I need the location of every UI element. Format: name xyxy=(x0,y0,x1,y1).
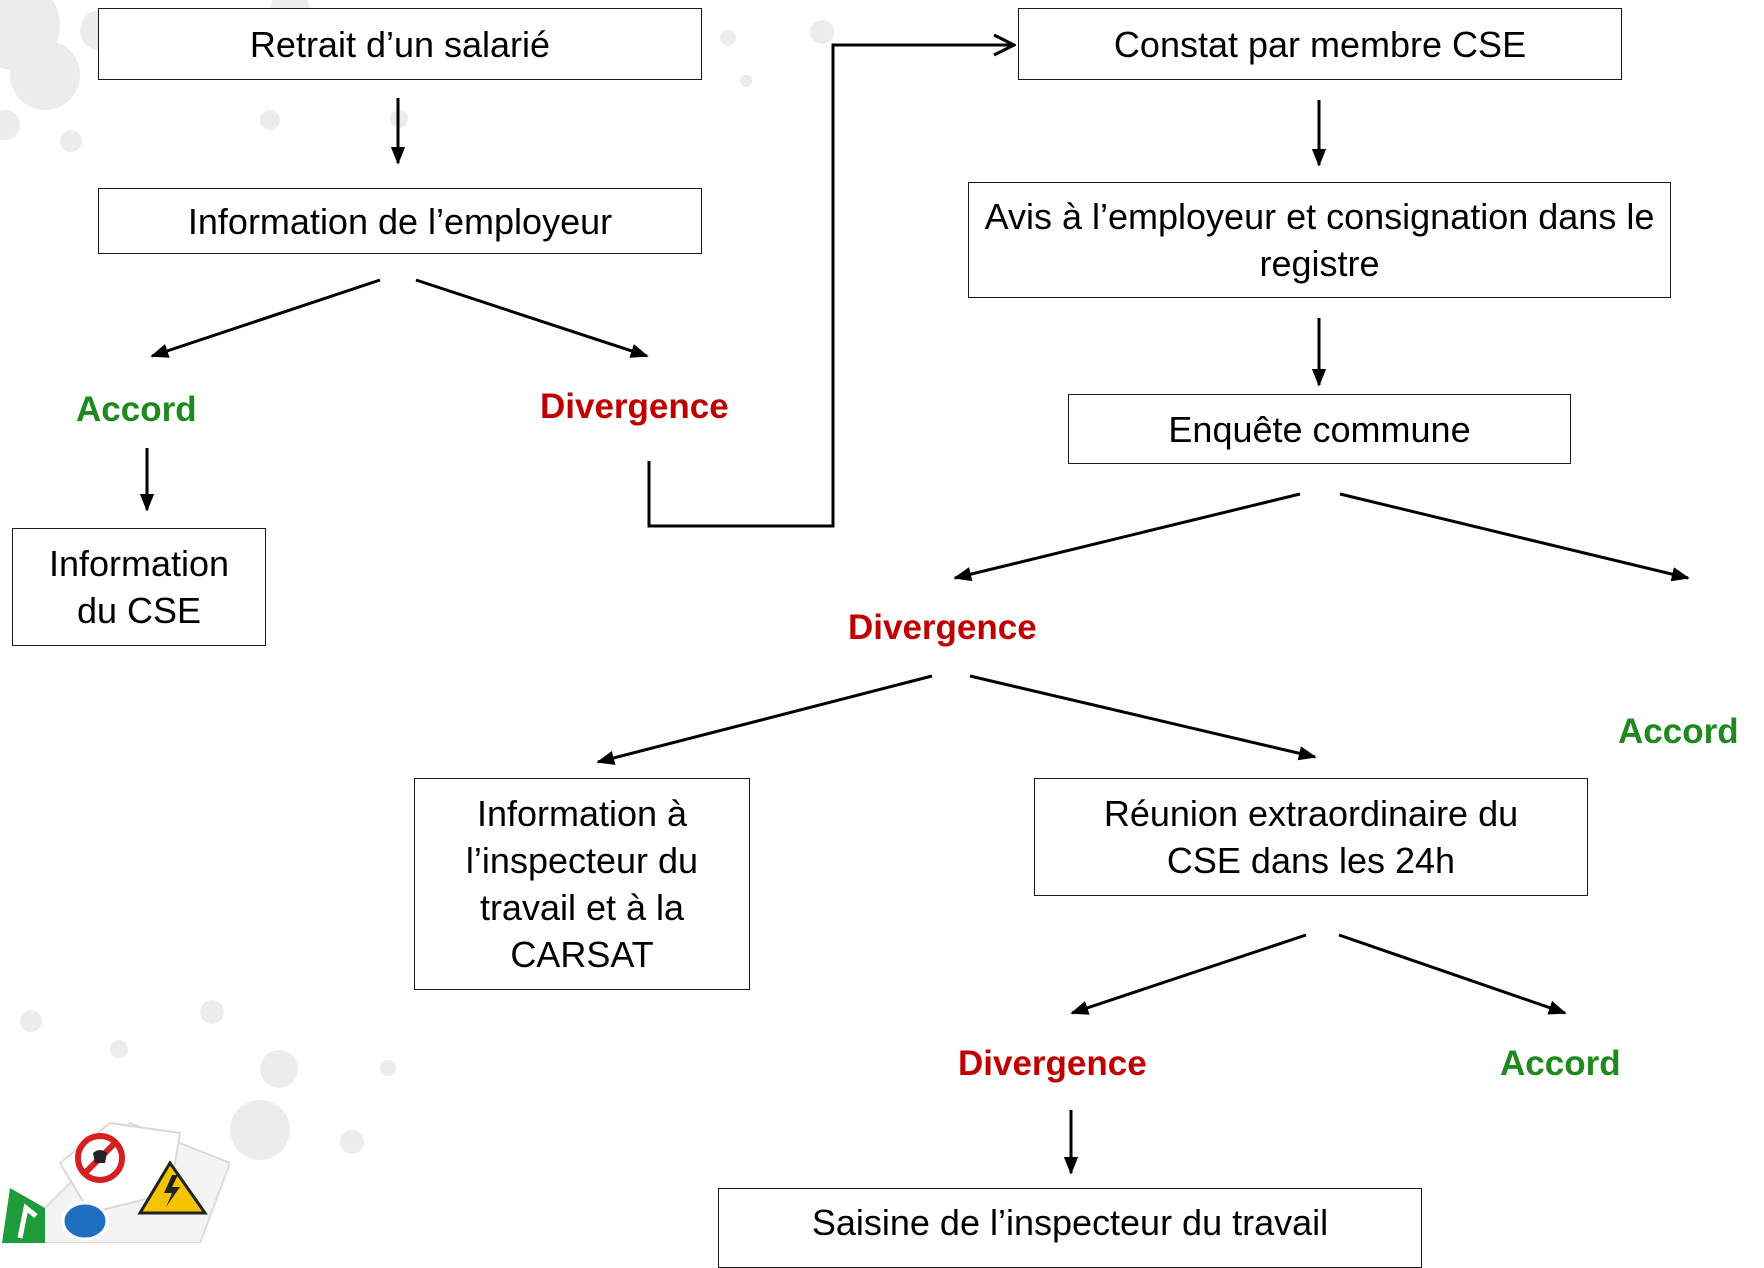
node-enquete-commune: Enquête commune xyxy=(1068,394,1571,464)
node-enquete-commune-label: Enquête commune xyxy=(1168,408,1471,450)
node-saisine-inspecteur: Saisine de l’inspecteur du travail xyxy=(718,1188,1422,1268)
arrow-reunion-to-divergence xyxy=(1070,933,1307,1015)
arrow-enquete-to-accord xyxy=(1339,492,1690,582)
node-retrait-salarie-label: Retrait d’un salarié xyxy=(249,23,551,65)
node-information-employeur: Information de l’employeur xyxy=(98,188,702,254)
label-accord: Accord xyxy=(76,390,197,429)
label-divergence: Divergence xyxy=(958,1044,1147,1083)
emergency-exit-sign-icon xyxy=(2,1188,45,1243)
arrow-employeur-to-divergence xyxy=(415,278,649,358)
label-divergence: Divergence xyxy=(540,387,729,426)
node-information-cse: Information du CSE xyxy=(12,528,266,646)
arrow-divergence-to-constat xyxy=(647,45,1014,528)
node-information-inspecteur: Information à l’inspecteur du travail et… xyxy=(414,778,750,990)
arrow-employeur-to-accord xyxy=(150,278,381,358)
electrical-warning-sign-icon xyxy=(137,1160,208,1215)
label-accord: Accord xyxy=(1500,1044,1621,1083)
arrow-divergence-to-reunion xyxy=(969,674,1317,761)
node-information-inspecteur-label: Information à l’inspecteur du travail et… xyxy=(465,793,699,975)
mandatory-sign-icon xyxy=(61,1201,109,1241)
prohibition-sign-icon xyxy=(75,1133,125,1183)
node-reunion-extraordinaire: Réunion extraordinaire du CSE dans les 2… xyxy=(1034,778,1588,896)
node-saisine-inspecteur-label: Saisine de l’inspecteur du travail xyxy=(811,1202,1329,1243)
arrow-enquete-to-divergence xyxy=(953,492,1301,582)
node-reunion-extraordinaire-label: Réunion extraordinaire du CSE dans les 2… xyxy=(1103,793,1519,881)
node-avis-employeur-label: Avis à l’employeur et consignation dans … xyxy=(984,196,1655,284)
label-accord: Accord xyxy=(1618,712,1739,751)
arrow-divergence-to-info-inspecteur xyxy=(596,674,933,765)
arrow-reunion-to-accord xyxy=(1338,933,1567,1015)
safety-dice-icon xyxy=(2,1121,230,1243)
node-constat-membre-cse: Constat par membre CSE xyxy=(1018,8,1622,80)
node-information-employeur-label: Information de l’employeur xyxy=(187,200,613,242)
node-information-cse-label: Information du CSE xyxy=(48,543,230,631)
node-avis-employeur: Avis à l’employeur et consignation dans … xyxy=(968,182,1671,298)
node-constat-membre-cse-label: Constat par membre CSE xyxy=(1113,23,1527,65)
node-retrait-salarie: Retrait d’un salarié xyxy=(98,8,702,80)
label-divergence: Divergence xyxy=(848,608,1037,647)
